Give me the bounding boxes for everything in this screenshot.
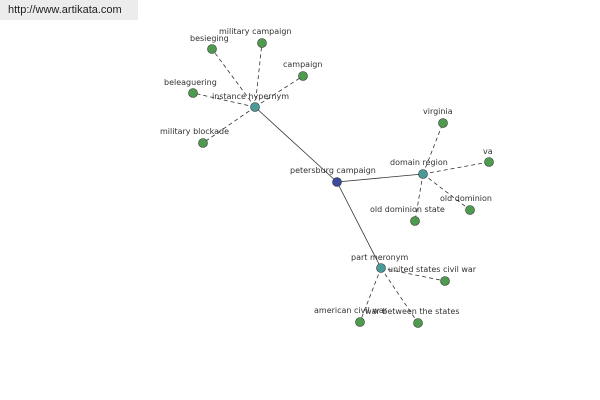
edges-layer xyxy=(192,42,490,324)
site-url-banner[interactable]: http://www.artikata.com xyxy=(0,0,138,20)
node-old-dominion[interactable] xyxy=(465,205,475,215)
node-label-war-between-the-states: war between the states xyxy=(365,307,460,316)
edge-instance-hypernym-to-military-campaign xyxy=(254,42,263,108)
edge-instance-hypernym-to-military-blockade xyxy=(202,106,256,144)
node-label-beleaguering: beleaguering xyxy=(164,78,217,87)
node-label-besieging: besieging xyxy=(190,34,229,43)
node-label-domain-region: domain region xyxy=(390,158,448,167)
node-united-states-civil-war[interactable] xyxy=(440,276,450,286)
edge-instance-hypernym-to-besieging xyxy=(211,48,256,108)
node-old-dominion-state[interactable] xyxy=(410,216,420,226)
node-instance-hypernym[interactable] xyxy=(250,102,260,112)
node-campaign[interactable] xyxy=(298,71,308,81)
node-root[interactable] xyxy=(332,177,342,187)
nodes-layer xyxy=(188,38,494,328)
edge-root-to-part-meronym xyxy=(336,181,382,269)
edge-part-meronym-to-united-states-civil-war xyxy=(380,267,446,282)
node-war-between-the-states[interactable] xyxy=(413,318,423,328)
edge-instance-hypernym-to-beleaguering xyxy=(192,92,256,108)
node-domain-region[interactable] xyxy=(418,169,428,179)
node-label-va: va xyxy=(483,147,493,156)
edge-domain-region-to-old-dominion-state xyxy=(414,173,424,222)
node-label-military-blockade: military blockade xyxy=(160,127,229,136)
node-label-instance-hypernym: instance hypernym xyxy=(212,92,289,101)
node-virginia[interactable] xyxy=(438,118,448,128)
node-military-blockade[interactable] xyxy=(198,138,208,148)
edge-root-to-instance-hypernym xyxy=(254,106,338,183)
node-label-american-civil-war: american civil war xyxy=(314,306,388,315)
node-part-meronym[interactable] xyxy=(376,263,386,273)
node-american-civil-war[interactable] xyxy=(355,317,365,327)
labels-layer: petersburg campaign instance hypernym doma… xyxy=(160,27,493,316)
edge-instance-hypernym-to-campaign xyxy=(254,75,304,108)
edge-root-to-domain-region xyxy=(336,173,424,183)
node-military-campaign[interactable] xyxy=(257,38,267,48)
node-besieging[interactable] xyxy=(207,44,217,54)
node-label-old-dominion-state: old dominion state xyxy=(370,205,445,214)
node-label-military-campaign: military campaign xyxy=(219,27,292,36)
node-label-campaign: campaign xyxy=(283,60,322,69)
node-label-root: petersburg campaign xyxy=(290,166,376,175)
edge-domain-region-to-old-dominion xyxy=(422,173,471,211)
node-label-united-states-civil-war: united states civil war xyxy=(388,265,477,274)
node-va[interactable] xyxy=(484,157,494,167)
node-label-part-meronym: part meronym xyxy=(351,253,408,262)
node-beleaguering[interactable] xyxy=(188,88,198,98)
edge-domain-region-to-virginia xyxy=(422,122,444,175)
node-label-old-dominion: old dominion xyxy=(440,194,492,203)
node-label-virginia: virginia xyxy=(423,107,453,116)
edge-part-meronym-to-american-civil-war xyxy=(359,267,382,323)
